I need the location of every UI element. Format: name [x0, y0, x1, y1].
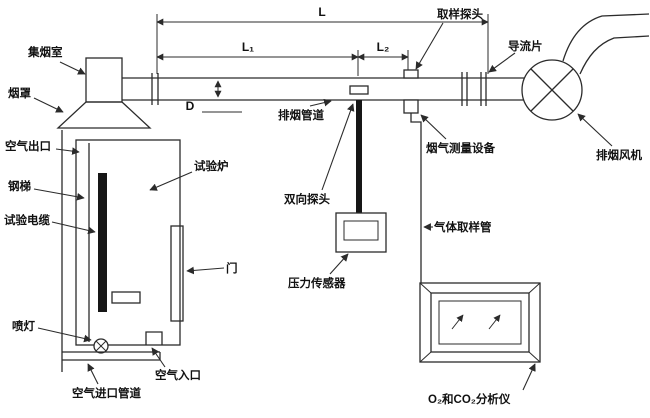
leader-smoke-hood	[33, 97, 64, 113]
furnace-body	[75, 139, 181, 346]
label-test-furnace: 试验炉	[194, 159, 229, 173]
dim-L2-label: L₂	[377, 40, 390, 54]
test-furnace	[61, 130, 184, 372]
dim-L-label: L	[318, 5, 325, 19]
air-inlet-opening	[145, 331, 163, 345]
smoke-hood-shape	[56, 101, 152, 129]
leader-air-inlet	[151, 347, 166, 368]
text-labels: 集烟室 烟罩 空气出口 钢梯 试验电缆 喷灯 空气进口管道 空气入口 试验炉 门…	[4, 7, 642, 406]
label-air-inlet-duct: 空气进口管道	[72, 386, 141, 400]
analyzer-needle-1	[451, 314, 464, 330]
analyzer-corner-2	[528, 282, 541, 294]
label-exhaust-fan: 排烟风机	[596, 148, 642, 162]
leader-test-cable	[51, 221, 96, 235]
chamber-box	[85, 57, 123, 103]
label-smoke-chamber: 集烟室	[27, 45, 63, 59]
leader-air-outlet	[55, 147, 80, 155]
test-cable-bar	[98, 173, 107, 312]
label-blowtorch: 喷灯	[12, 319, 35, 333]
dim-L1-label: L₁	[242, 40, 254, 54]
leader-blowtorch	[37, 327, 92, 343]
dimension-L2: L₂	[357, 40, 409, 76]
smoke-collection-chamber	[56, 57, 152, 129]
fan-x-line-2	[530, 68, 574, 112]
leader-exhaust-duct	[309, 98, 332, 107]
analyzer-corner-4	[528, 351, 541, 363]
smoke-exhaust-duct	[122, 72, 524, 106]
dimension-L: L	[156, 5, 489, 74]
fan-outlet-pipe-outer	[562, 13, 650, 62]
leader-flue-gas-equipment	[420, 114, 447, 140]
leader-air-inlet-duct	[87, 363, 99, 385]
leader-sampling-probe	[415, 22, 444, 70]
dim-D-label: D	[186, 99, 195, 113]
analyzer-outer-frame	[419, 282, 541, 363]
label-bidirectional-probe: 双向探头	[283, 192, 330, 206]
leader-pressure-sensor	[329, 253, 349, 275]
dimension-D: D	[186, 80, 242, 113]
label-pressure-sensor: 压力传感器	[288, 276, 346, 290]
label-sampling-probe: 取样探头	[437, 7, 483, 21]
label-gas-sampling-tube: 气体取样管	[433, 220, 492, 234]
label-air-outlet: 空气出口	[5, 139, 51, 153]
leader-flow-deflector	[488, 52, 516, 73]
label-test-cable: 试验电缆	[4, 213, 50, 227]
smoke-exhaust-fan	[521, 13, 650, 121]
burner-valve-x2	[95, 340, 107, 352]
blowtorch-body	[111, 291, 141, 304]
analyzer-corner-1	[419, 282, 432, 294]
label-analyzer: O₂和CO₂分析仪	[428, 392, 511, 406]
analyzer-inner-frame	[438, 300, 522, 345]
dimension-L1: L₁	[156, 40, 359, 61]
leader-door	[186, 266, 225, 275]
label-door: 门	[226, 261, 238, 275]
flue-gas-equipment-box	[403, 99, 419, 114]
leader-arrows	[33, 22, 613, 391]
bidirectional-probe-assembly	[335, 85, 387, 253]
label-exhaust-duct: 排烟管道	[278, 108, 324, 122]
furnace-door	[170, 225, 184, 322]
label-steel-ladder: 钢梯	[8, 179, 31, 193]
analyzer-corner-3	[419, 351, 432, 363]
label-flue-gas-equipment: 烟气测量设备	[426, 141, 495, 155]
label-flow-deflector: 导流片	[508, 39, 543, 53]
bidirectional-probe-head	[349, 85, 369, 95]
pressure-sensor-display	[343, 220, 379, 241]
analyzer-mid-frame	[430, 292, 530, 353]
leader-steel-ladder	[33, 188, 85, 201]
sampling-assembly	[403, 69, 422, 283]
label-air-inlet: 空气入口	[155, 368, 201, 382]
leader-smoke-chamber	[59, 61, 86, 75]
sampling-probe-head	[403, 69, 419, 79]
leader-test-furnace	[149, 171, 193, 191]
o2-co2-analyzer	[419, 282, 541, 363]
leader-bidirectional-probe	[321, 103, 355, 191]
probe-cable	[356, 100, 362, 213]
leader-exhaust-fan	[577, 113, 613, 147]
label-smoke-hood: 烟罩	[8, 86, 31, 100]
gas-sampling-tube-line	[410, 113, 422, 283]
leader-analyzer	[522, 363, 536, 391]
analyzer-needle-2	[488, 314, 501, 330]
fan-outlet-pipe-inner	[579, 35, 650, 75]
